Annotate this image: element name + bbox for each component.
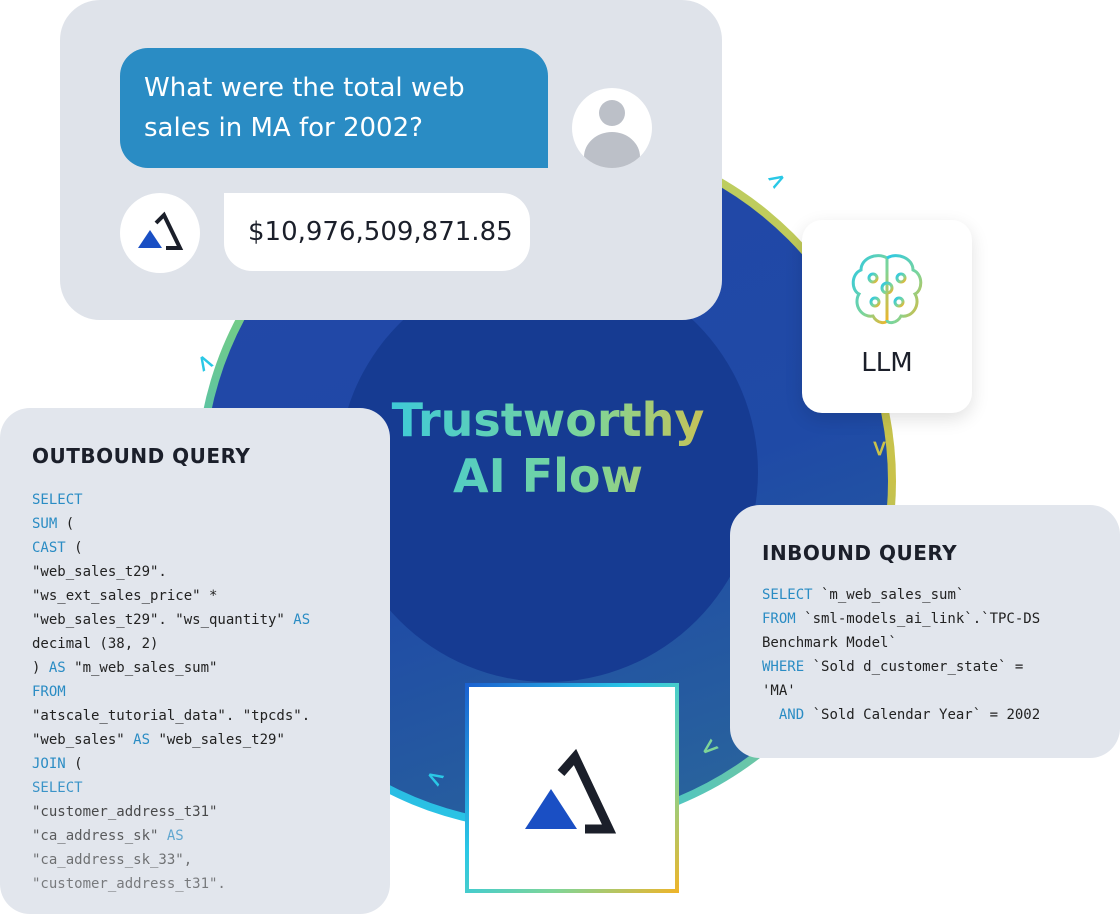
code-line: SELECT <box>32 776 358 800</box>
code-line: JOIN ( <box>32 752 358 776</box>
code-text: 'MA' <box>762 683 796 699</box>
atscale-logo-icon <box>138 211 184 250</box>
user-avatar <box>572 88 652 168</box>
code-line: "ws_ext_sales_price" * <box>32 584 358 608</box>
inbound-query-card: INBOUND QUERY SELECT `m_web_sales_sum`FR… <box>730 505 1120 758</box>
code-line: "ca_address_sk" AS <box>32 824 358 848</box>
atscale-logo-icon <box>525 748 617 834</box>
code-line: "ca_address_sk_33", <box>32 848 358 872</box>
code-text: "web_sales_t29". "ws_quantity" <box>32 612 294 628</box>
atscale-logo-card <box>465 683 679 893</box>
code-line: Benchmark Model` <box>762 631 1088 655</box>
code-text: "ws_ext_sales_price" * <box>32 588 218 604</box>
code-text: "m_web_sales_sum" <box>65 660 218 676</box>
code-line: CAST ( <box>32 536 358 560</box>
code-keyword: CAST <box>32 540 66 556</box>
user-question-bubble: What were the total web sales in MA for … <box>120 48 548 168</box>
code-line: FROM `sml-models_ai_link`.`TPC-DS <box>762 607 1088 631</box>
llm-label: LLM <box>861 348 913 378</box>
code-text: "atscale_tutorial_data". "tpcds". <box>32 708 311 724</box>
code-text: `Sold Calendar Year` = 2002 <box>804 707 1041 723</box>
code-line: "web_sales_t29". "ws_quantity" AS <box>32 608 358 632</box>
atscale-logo-avatar <box>120 193 200 273</box>
code-line: ) AS "m_web_sales_sum" <box>32 656 358 680</box>
code-keyword: AS <box>293 612 311 628</box>
code-text: ( <box>65 756 83 772</box>
code-line: decimal (38, 2) <box>32 632 358 656</box>
code-keyword: SUM <box>32 516 58 532</box>
brain-icon <box>851 254 923 325</box>
center-title-line2: AI Flow <box>452 449 644 503</box>
code-text: "web_sales_t29" <box>150 732 285 748</box>
code-text: ) <box>32 660 49 676</box>
code-text: ( <box>65 540 83 556</box>
code-text: `Sold d_customer_state` = <box>804 659 1024 675</box>
code-keyword: JOIN <box>32 756 66 772</box>
code-text: `m_web_sales_sum` <box>812 587 965 603</box>
code-text: `sml-models_ai_link`.`TPC-DS <box>795 611 1041 627</box>
arrow-chevron-icon: > <box>762 165 792 196</box>
code-line: "web_sales_t29". <box>32 560 358 584</box>
code-text: "customer_address_t31". <box>32 876 226 892</box>
code-keyword: AND <box>778 707 805 723</box>
code-text: decimal (38, 2) <box>32 636 159 652</box>
center-title-line1: Trustworthy <box>391 393 705 447</box>
code-text: "ca_address_sk" <box>32 828 167 844</box>
code-line: "customer_address_t31". <box>32 872 358 896</box>
code-line: "atscale_tutorial_data". "tpcds". <box>32 704 358 728</box>
center-title: Trustworthy AI Flow <box>338 392 758 504</box>
arrow-chevron-icon: > <box>866 439 892 458</box>
code-keyword: SELECT <box>762 587 813 603</box>
llm-card: LLM <box>802 220 972 413</box>
code-line: SUM ( <box>32 512 358 536</box>
inbound-query-title: INBOUND QUERY <box>762 541 958 565</box>
code-line: SELECT <box>32 488 358 512</box>
code-line: 'MA' <box>762 679 1088 703</box>
code-text <box>762 707 779 723</box>
answer-bubble: $10,976,509,871.85 <box>224 193 530 271</box>
code-line: WHERE `Sold d_customer_state` = <box>762 655 1088 679</box>
code-line: "customer_address_t31" <box>32 800 358 824</box>
code-text: "customer_address_t31" <box>32 804 218 820</box>
code-keyword: AS <box>48 660 66 676</box>
code-keyword: WHERE <box>762 659 805 675</box>
code-text: Benchmark Model` <box>762 635 897 651</box>
code-line: AND `Sold Calendar Year` = 2002 <box>762 703 1088 727</box>
code-line: SELECT `m_web_sales_sum` <box>762 583 1088 607</box>
flow-core <box>338 262 758 682</box>
code-keyword: FROM <box>762 611 796 627</box>
code-text: "web_sales_t29". <box>32 564 167 580</box>
code-line: FROM <box>32 680 358 704</box>
code-keyword: AS <box>133 732 151 748</box>
outbound-query-title: OUTBOUND QUERY <box>32 444 251 468</box>
code-keyword: AS <box>166 828 184 844</box>
code-line: "web_sales" AS "web_sales_t29" <box>32 728 358 752</box>
code-text: "ca_address_sk_33", <box>32 852 193 868</box>
code-keyword: SELECT <box>32 780 83 796</box>
code-text: ( <box>57 516 75 532</box>
code-text: "web_sales" <box>32 732 134 748</box>
code-keyword: FROM <box>32 684 66 700</box>
code-keyword: SELECT <box>32 492 83 508</box>
inbound-query-code: SELECT `m_web_sales_sum`FROM `sml-models… <box>762 583 1088 727</box>
